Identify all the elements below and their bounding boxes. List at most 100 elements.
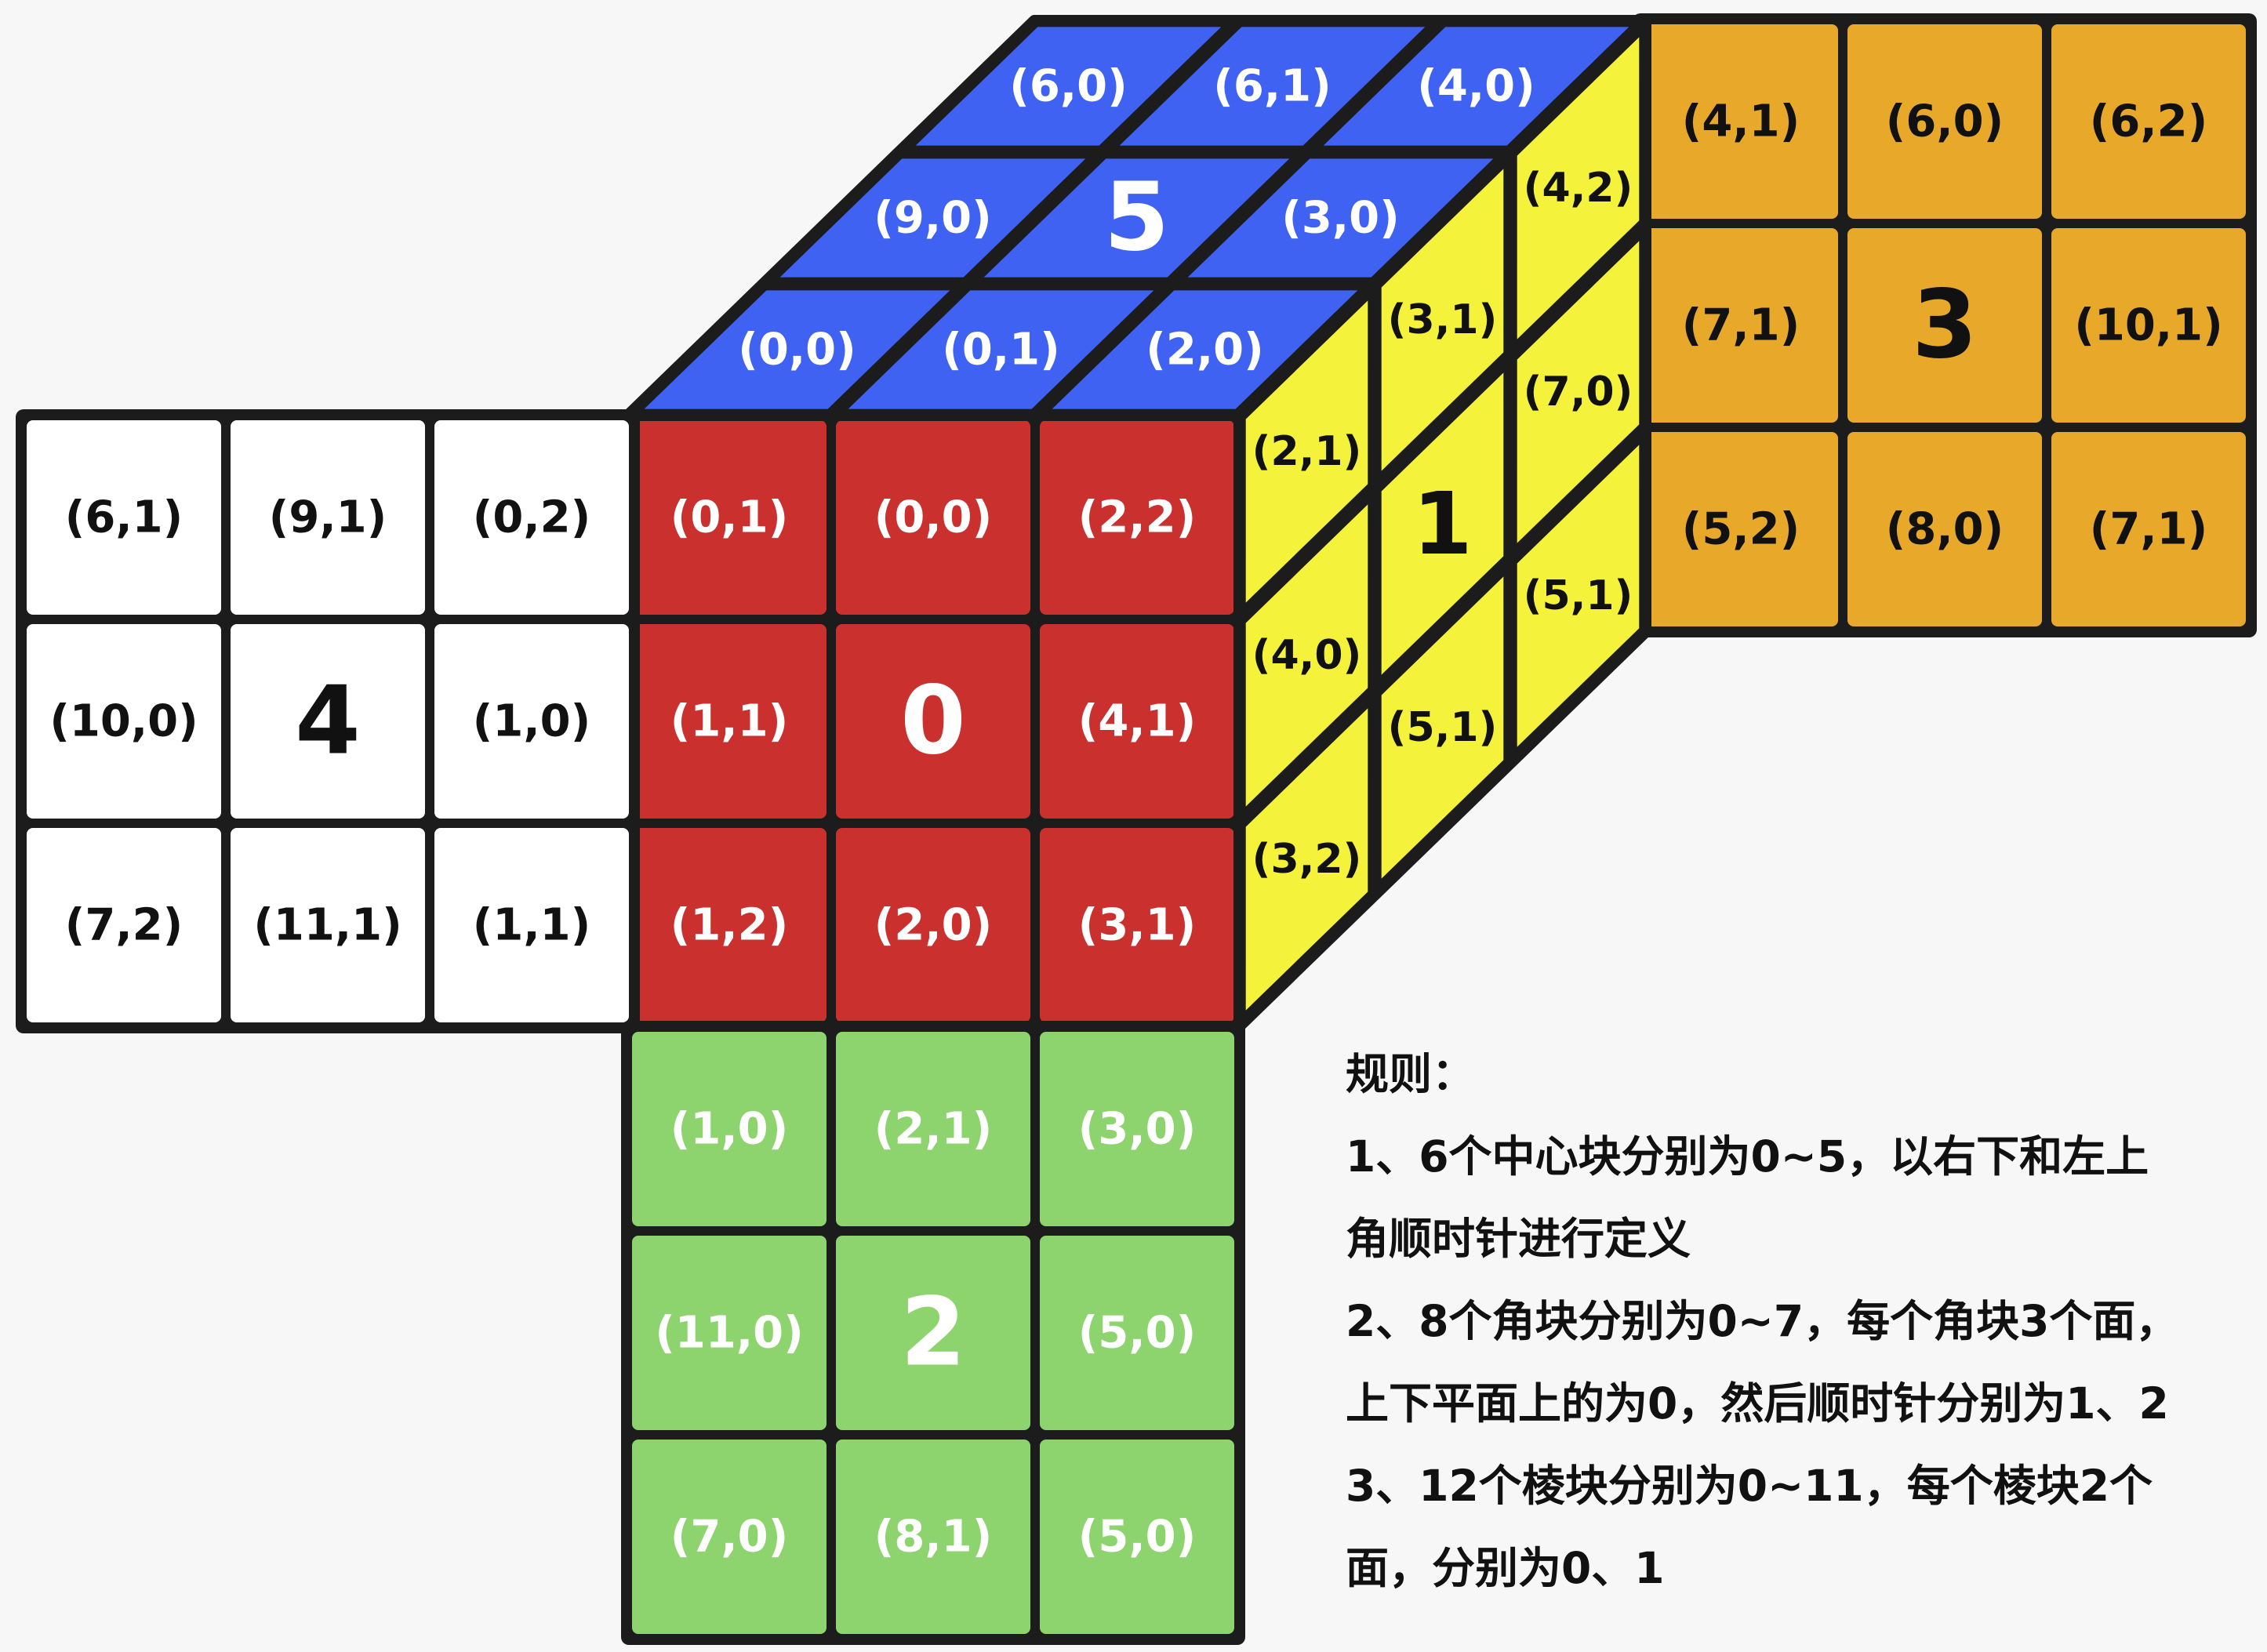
face-bottom-sticker-label: (7,0) — [670, 1512, 788, 1563]
face-front-sticker — [1040, 420, 1234, 615]
face-right-sticker-label: (7,0) — [1524, 369, 1633, 416]
rules-line-3: 2、8个角块分别为0~7，每个角块3个面， — [1346, 1296, 2179, 1346]
face-left-center-label: 4 — [295, 667, 361, 776]
face-front-sticker-label: (1,1) — [670, 696, 788, 747]
face-front-sticker-label: (1,2) — [670, 900, 788, 951]
face-right-sticker — [1245, 504, 1368, 807]
rules-heading: 规则： — [1346, 1049, 1476, 1099]
face-right-sticker — [1517, 37, 1640, 339]
face-back-sticker-label: (7,1) — [1682, 300, 1800, 351]
face-left-sticker — [231, 624, 425, 819]
face-top-sticker — [644, 290, 950, 409]
face-bottom-sticker — [632, 1032, 827, 1226]
face-top-sticker — [983, 158, 1290, 278]
face-left-sticker-label: (10,0) — [49, 696, 198, 747]
face-back-sticker — [1847, 228, 2042, 423]
face-right-sticker-label: (5,1) — [1388, 704, 1498, 751]
face-bottom-sticker-label: (2,1) — [874, 1104, 992, 1155]
face-left-sticker-label: (11,1) — [253, 900, 401, 951]
face-front-sticker — [632, 624, 827, 819]
face-right-sticker — [1381, 169, 1504, 471]
face-front-sticker — [836, 420, 1030, 615]
face-front-sticker-label: (4,1) — [1078, 696, 1196, 747]
face-top-sticker — [1187, 158, 1494, 278]
face-left-sticker — [231, 828, 425, 1022]
face-top-sticker-label: (6,0) — [1009, 61, 1127, 112]
face-right-sticker — [1381, 372, 1504, 675]
face-left: (6,1) (9,1) (0,2) (10,0) 4 (1,0) (7,2) (11,1) (1… — [16, 409, 640, 1033]
face-top-sticker — [1119, 27, 1426, 146]
face-back-sticker-label: (8,0) — [1886, 504, 2004, 555]
rules-text: 规则： 1、6个中心块分别为0~5，以右下和左上 角顺时针进行定义 2、8个角块… — [1346, 1033, 2247, 1610]
face-top: (6,0)(6,1)(4,0)(9,0)5(3,0)(0,0)(0,1)(2,0… — [622, 15, 1651, 421]
face-top-sticker — [848, 290, 1154, 409]
face-left-sticker-label: (9,1) — [269, 492, 387, 543]
face-right-sticker — [1517, 445, 1640, 747]
face-right-sticker-label: (5,1) — [1524, 572, 1633, 619]
face-left-sticker — [27, 828, 221, 1022]
face-top-sticker-label: (4,0) — [1417, 61, 1535, 112]
face-bottom-center-label: 2 — [900, 1279, 966, 1388]
face-top-sticker — [1323, 27, 1629, 146]
face-bottom-sticker-label: (5,0) — [1078, 1308, 1196, 1359]
face-bottom-sticker — [632, 1440, 827, 1634]
face-top-sticker-label: (3,0) — [1281, 193, 1399, 244]
face-top-sticker-label: (0,1) — [942, 325, 1059, 376]
face-left-sticker-label: (6,1) — [65, 492, 183, 543]
face-front-sticker — [632, 828, 827, 1022]
face-left-sticker-label: (0,2) — [473, 492, 590, 543]
face-back-sticker-label: (6,2) — [2090, 96, 2207, 147]
face-front-center-label: 0 — [900, 667, 966, 776]
face-front-sticker — [1040, 624, 1234, 819]
face-left-sticker — [434, 828, 629, 1022]
face-right-center-label: 1 — [1412, 474, 1473, 574]
face-right-sticker — [1245, 300, 1368, 603]
face-top-sticker — [779, 158, 1086, 278]
face-front-sticker — [836, 624, 1030, 819]
face-bottom-sticker — [632, 1236, 827, 1430]
face-back-sticker — [1644, 228, 1838, 423]
face-right-sticker-label: (2,1) — [1252, 428, 1362, 475]
face-bottom-sticker-label: (1,0) — [670, 1104, 788, 1155]
face-bottom-sticker — [836, 1236, 1030, 1430]
face-back-sticker — [2051, 228, 2246, 423]
face-back-sticker — [1847, 24, 2042, 219]
face-front-sticker-label: (0,0) — [874, 492, 992, 543]
face-back-sticker — [2051, 432, 2246, 626]
face-right-sticker-label: (3,2) — [1252, 836, 1362, 883]
face-bottom-sticker-label: (11,0) — [655, 1308, 803, 1359]
face-front-sticker — [1040, 828, 1234, 1022]
face-left-sticker — [231, 420, 425, 615]
face-bottom: (1,0)(2,1)(3,0)(11,0)2(5,0)(7,0)(8,1)(5,… — [621, 1021, 1245, 1645]
face-back-sticker-label: (10,1) — [2074, 300, 2222, 351]
face-front-sticker-label: (2,2) — [1078, 492, 1196, 543]
face-right-sticker — [1517, 241, 1640, 543]
face-left-sticker-label: (7,2) — [65, 900, 183, 951]
face-top-sticker-label: (2,0) — [1146, 325, 1263, 376]
face-bottom-sticker-label: (5,0) — [1078, 1512, 1196, 1563]
face-bottom-sticker-label: (8,1) — [874, 1512, 992, 1563]
face-front-sticker-label: (3,1) — [1078, 900, 1196, 951]
face-left-sticker — [434, 420, 629, 615]
face-bottom-sticker — [836, 1032, 1030, 1226]
face-front-sticker — [632, 420, 827, 615]
face-top-sticker-label: (6,1) — [1213, 61, 1331, 112]
face-left-sticker-label: (1,0) — [473, 696, 590, 747]
face-right: (2,1)(3,1)(4,2)(4,0)1(7,0)(3,2)(5,1)(5,1… — [1233, 15, 1651, 1033]
rules-line-2: 角顺时针进行定义 — [1346, 1214, 1691, 1264]
face-top-sticker-label: (9,0) — [874, 193, 991, 244]
face-back-sticker — [2051, 24, 2246, 219]
face-back-sticker-label: (6,0) — [1886, 96, 2004, 147]
face-left-sticker-label: (1,1) — [473, 900, 590, 951]
face-bottom-sticker — [1040, 1236, 1234, 1430]
face-bottom-sticker — [1040, 1440, 1234, 1634]
face-back: (4,1)(6,0)(6,2)(7,1)3(10,1)(5,2)(8,0)(7,… — [1633, 13, 2257, 637]
face-right-sticker — [1245, 708, 1368, 1011]
face-right-sticker-label: (3,1) — [1388, 296, 1498, 343]
face-back-sticker-label: (5,2) — [1682, 504, 1800, 555]
face-back-sticker-label: (4,1) — [1682, 96, 1800, 147]
face-front-sticker-label: (2,0) — [874, 900, 992, 951]
face-back-center-label: 3 — [1912, 271, 1978, 380]
face-left-sticker — [434, 624, 629, 819]
